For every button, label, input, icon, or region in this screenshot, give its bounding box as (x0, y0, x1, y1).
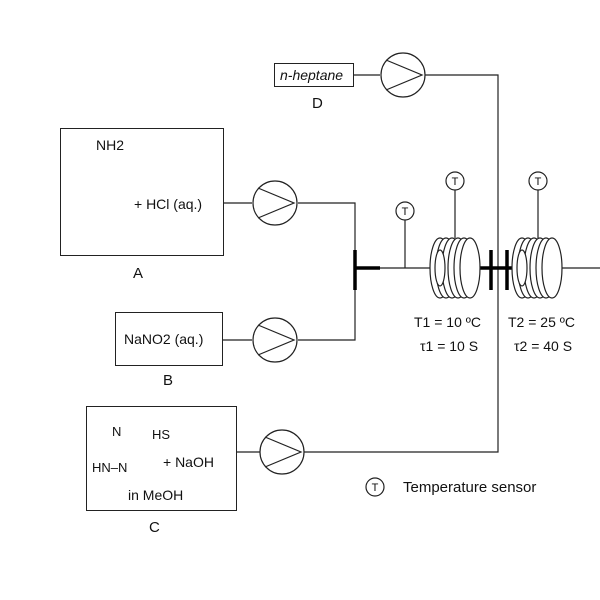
reagent-c-solvent: in MeOH (128, 487, 184, 503)
reagent-d-text: n-heptane (280, 67, 344, 83)
triazole-n-label: N (112, 424, 122, 439)
line-c (304, 270, 499, 453)
pump-b-icon (252, 317, 298, 363)
triazole-hn-label: HN–N (92, 460, 128, 475)
reactor-1-temp: T1 = 10 ºC (414, 314, 481, 330)
line-a (298, 202, 356, 250)
sensor-symbol-2: T (452, 176, 459, 188)
amine-label: NH2 (96, 137, 125, 153)
reagent-a-box (60, 128, 224, 256)
reagent-b-text: NaNO2 (aq.) (124, 331, 204, 347)
reagent-b-box (115, 312, 223, 366)
pump-a-icon (252, 180, 298, 226)
reactor-1-time: τ1 = 10 S (420, 338, 479, 354)
sensor-symbol-1: T (402, 206, 409, 218)
line-d (425, 74, 499, 270)
reagent-c-naoh: + NaOH (163, 454, 214, 470)
reagent-c-box (86, 406, 237, 511)
legend-text: Temperature sensor (403, 479, 537, 496)
pump-c-icon (259, 429, 305, 475)
temperature-sensor-icon-2 (445, 171, 465, 191)
sensor-symbol-3: T (535, 176, 542, 188)
reactor-2-coil-icon (511, 237, 563, 299)
sensor-symbol-legend: T (372, 482, 379, 494)
temperature-sensor-icon-3 (528, 171, 548, 191)
reactor-2-temp: T2 = 25 ºC (508, 314, 575, 330)
triazole-sh-label: HS (152, 427, 171, 442)
reagent-c-letter: C (149, 519, 160, 536)
reagent-a-text: + HCl (aq.) (134, 196, 203, 212)
reagent-a-letter: A (133, 265, 144, 282)
reagent-d-box (274, 63, 354, 87)
pump-d-icon (380, 52, 426, 98)
reactor-2-time: τ2 = 40 S (514, 338, 573, 354)
temperature-sensor-legend-icon (365, 477, 385, 497)
reagent-b-letter: B (163, 372, 174, 389)
temperature-sensor-icon-1 (395, 201, 415, 221)
line-b (298, 290, 356, 341)
reagent-d-letter: D (312, 95, 323, 112)
reactor-1-coil-icon (429, 237, 481, 299)
